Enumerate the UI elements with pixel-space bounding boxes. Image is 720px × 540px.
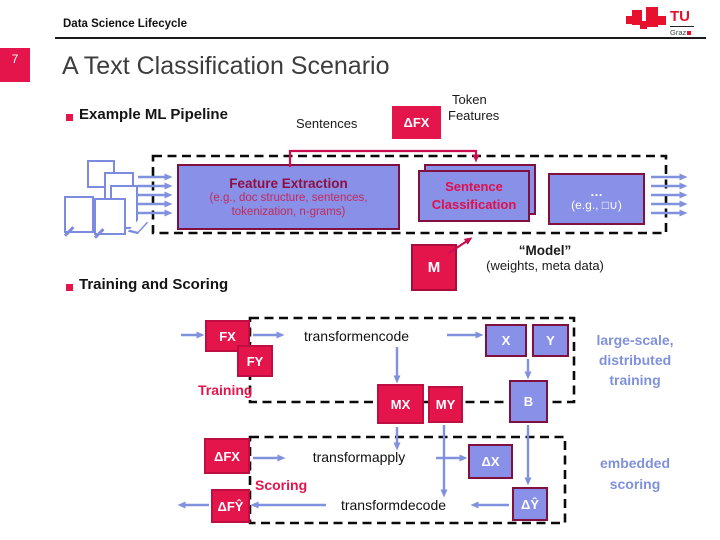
logo-block-icon: [640, 21, 647, 29]
header-title: Data Science Lifecycle: [63, 18, 188, 30]
y-box: Y: [532, 324, 569, 357]
token-features-label: Token Features: [448, 92, 499, 124]
training-side-note: large-scale, distributed training: [585, 330, 685, 390]
x-box: X: [485, 324, 527, 357]
transformapply-label: transformapply: [312, 449, 406, 465]
scoring-label: Scoring: [255, 477, 308, 493]
scoring-side-note: embedded scoring: [585, 453, 685, 495]
note-line: training: [609, 372, 661, 388]
fe-subtitle-line2: tokenization, n-grams): [231, 205, 346, 218]
delta-y-hat-box: ΔŶ: [512, 487, 548, 521]
delta-fx-top-box: ΔFX: [392, 106, 441, 139]
features-line: Features: [448, 108, 500, 123]
delta-fy-hat-box: ΔFŶ: [211, 489, 250, 523]
sentences-label: Sentences: [296, 116, 358, 131]
note-line: distributed: [598, 352, 672, 368]
logo-dot-icon: [687, 31, 692, 35]
my-box: MY: [428, 386, 463, 423]
sentence-classification-label: Sentence Classification: [432, 178, 517, 214]
page-fold-icon: [63, 225, 75, 236]
token-line: Token: [452, 92, 487, 107]
logo-block-icon: [657, 16, 666, 25]
slide-title: A Text Classification Scenario: [62, 52, 390, 80]
page-number: 7: [0, 48, 30, 82]
more-ops-example: (e.g., □∪): [571, 198, 622, 212]
model-box: M: [411, 244, 457, 291]
bullet-icon: [66, 114, 73, 121]
transformdecode-label: transformdecode: [340, 497, 447, 513]
note-line: embedded: [599, 455, 670, 471]
document-page-icon: [93, 198, 126, 238]
note-line: scoring: [609, 476, 661, 492]
sc-line2: Classification: [431, 197, 517, 212]
logo-block-icon: [632, 10, 642, 25]
logo-graz-label: Graz: [670, 28, 687, 37]
logo-block-icon: [646, 7, 658, 27]
model-caption-title: “Model”: [518, 243, 572, 258]
mx-box: MX: [377, 384, 424, 424]
model-caption: “Model” (weights, meta data): [470, 243, 620, 273]
tu-graz-logo: TU Graz: [626, 7, 710, 39]
feature-extraction-box: Feature Extraction (e.g., doc structure,…: [177, 164, 400, 230]
page-fold-icon: [93, 227, 105, 238]
section-heading-training-scoring: Training and Scoring: [79, 276, 229, 293]
sentence-classification-box: Sentence Classification: [418, 170, 530, 222]
feature-extraction-title: Feature Extraction: [229, 175, 348, 191]
bullet-icon: [66, 284, 73, 291]
sc-line1: Sentence: [445, 179, 503, 194]
section-heading-pipeline: Example ML Pipeline: [79, 106, 228, 123]
more-ops-box: … (e.g., □∪): [548, 173, 645, 225]
logo-block-icon: [626, 16, 634, 24]
model-caption-subtitle: (weights, meta data): [486, 258, 604, 273]
fy-box: FY: [237, 345, 273, 377]
bubble-tail-icon: [127, 219, 149, 235]
transformencode-label: transformencode: [303, 328, 410, 344]
more-ops-ellipsis: …: [590, 184, 603, 199]
logo-graz-text: Graz: [670, 28, 692, 37]
b-box: B: [509, 380, 548, 423]
document-page-icon: [63, 196, 94, 236]
note-line: large-scale,: [596, 332, 674, 348]
header-rule: [55, 37, 706, 39]
logo-tu-text: TU: [670, 8, 690, 25]
delta-x-box: ΔX: [468, 444, 513, 479]
feature-extraction-subtitle: (e.g., doc structure, sentences, tokeniz…: [210, 191, 368, 219]
delta-fx-box: ΔFX: [204, 438, 250, 474]
logo-rule: [670, 26, 694, 27]
fe-subtitle-line1: (e.g., doc structure, sentences,: [209, 191, 368, 204]
training-label: Training: [198, 382, 253, 398]
